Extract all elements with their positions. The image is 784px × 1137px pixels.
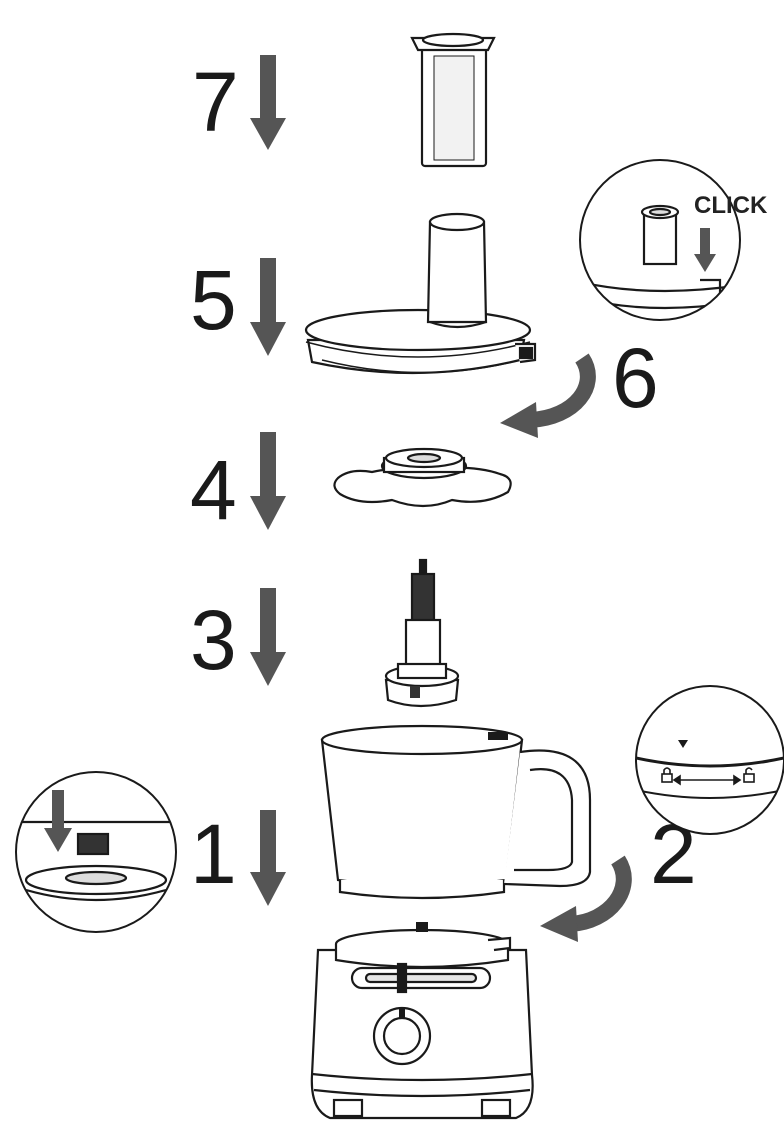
click-detail-inset [579,159,741,321]
down-arrow-icon [44,790,72,852]
down-arrow-icon [250,588,286,686]
lock-detail-inset [635,685,784,835]
locked-padlock-icon [661,767,673,783]
down-arrow-icon [250,432,286,530]
motor-base [310,922,534,1120]
step-number-5: 5 [190,253,237,347]
step-number-4: 4 [190,443,237,537]
down-arrow-icon [250,55,286,150]
rotate-arrow-icon [500,353,596,438]
step-number-7: 7 [192,55,239,149]
unlocked-padlock-icon [743,767,755,783]
step-number-6: 6 [612,331,659,425]
drive-shaft [384,558,460,708]
lid-with-feed-tube [304,212,537,375]
shaft-detail-inset [15,771,177,933]
down-arrow-icon [694,228,716,272]
step-number-1: 1 [190,807,237,901]
down-arrow-icon [250,258,286,356]
processor-bowl [320,724,592,900]
rotate-arrow-icon [540,855,632,942]
food-pusher [410,32,496,168]
slicing-disc [333,447,512,508]
click-label: CLICK [694,192,768,219]
step-number-3: 3 [190,593,237,687]
down-arrow-icon [250,810,286,906]
two-way-arrow-icon [672,774,742,786]
alignment-marker-icon [678,740,688,748]
